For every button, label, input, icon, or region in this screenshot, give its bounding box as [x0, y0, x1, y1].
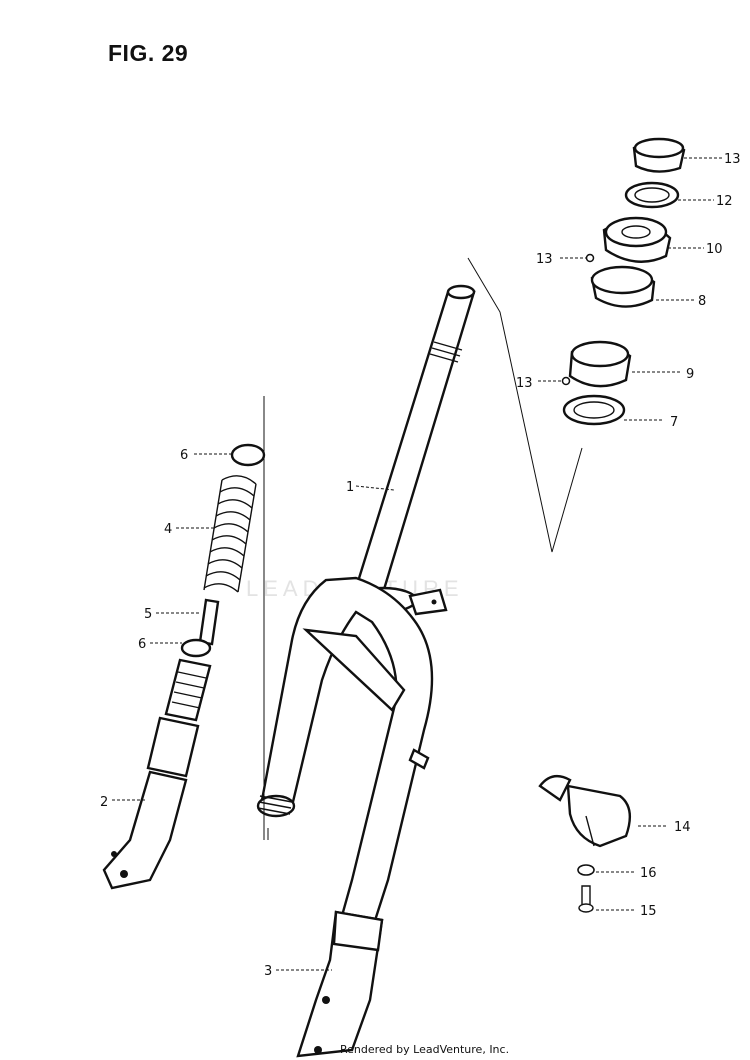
callout-1: 1 — [346, 480, 354, 495]
callout-6-upper: 6 — [180, 448, 188, 463]
callout-2: 2 — [100, 795, 108, 810]
front-shock-absorber — [102, 443, 266, 890]
callout-10: 10 — [706, 242, 723, 257]
callout-labels: 13 12 10 13 8 9 13 7 1 — [100, 152, 741, 979]
callout-9: 9 — [686, 367, 694, 382]
callout-12: 12 — [716, 194, 733, 209]
coil-spring — [203, 475, 257, 593]
footer-credit: Rendered by LeadVenture, Inc. — [340, 1043, 510, 1056]
callout-6-lower: 6 — [138, 637, 146, 652]
steering-stem — [348, 284, 476, 616]
callout-3: 3 — [264, 964, 272, 979]
steering-bearing-stack — [561, 137, 686, 426]
front-fork — [256, 576, 434, 1058]
assembly-guide-lines — [263, 257, 583, 840]
callout-13-lower: 13 — [516, 376, 533, 391]
callout-14: 14 — [674, 820, 691, 835]
callout-4: 4 — [164, 522, 172, 537]
callout-7: 7 — [670, 415, 678, 430]
callout-11: 13 — [724, 152, 741, 167]
steering-lock — [538, 774, 632, 913]
callout-15: 15 — [640, 904, 657, 919]
callout-8: 8 — [698, 294, 706, 309]
callout-13-upper: 13 — [536, 252, 553, 267]
callout-5: 5 — [144, 607, 152, 622]
figure-title: FIG. 29 — [108, 40, 189, 66]
callout-16: 16 — [640, 866, 657, 881]
